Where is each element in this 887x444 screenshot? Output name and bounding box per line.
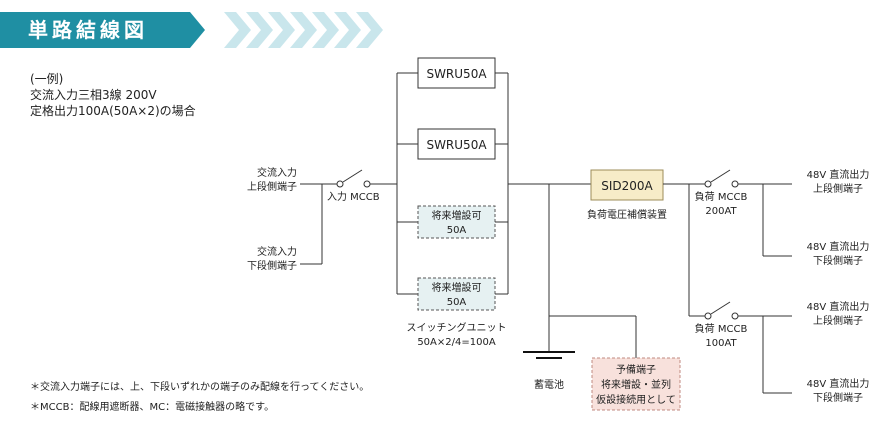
chevron-icon <box>312 12 339 48</box>
switching-unit-caption-1: スイッチングユニット <box>407 321 507 334</box>
input-lower-label-2: 下段側端子 <box>247 259 297 272</box>
load-mccb-2: 負荷 MCCB 100AT <box>689 301 764 393</box>
intro-line-3: 定格出力100A(50A×2)の場合 <box>30 103 196 118</box>
switching-unit-2 <box>417 128 496 160</box>
input-mccb-switch-icon <box>342 169 363 183</box>
switching-unit-caption-2: 50A×2/4=100A <box>417 337 496 348</box>
future-unit-2-label-1: 将来増設可 <box>432 281 482 294</box>
input-mccb-label: 入力 MCCB <box>327 190 380 203</box>
input-upper-label-2: 上段側端子 <box>247 180 297 193</box>
header-chevrons <box>224 12 383 48</box>
future-unit-1-label-1: 将来増設可 <box>432 209 482 222</box>
compensator-box <box>590 169 664 201</box>
switching-units: SWRU50A SWRU50A 将来増設可 50A 将来増設可 50A スイッチ… <box>397 57 508 348</box>
input-mccb-contact-icon <box>336 180 344 188</box>
load-mccb-1-contact-icon <box>731 180 739 188</box>
switching-unit-1-label: SWRU50A <box>426 67 487 81</box>
switching-unit-2-label: SWRU50A <box>426 138 487 152</box>
intro-line-2: 交流入力三相3線 200V <box>30 87 157 102</box>
header: 単路結線図 <box>0 12 383 48</box>
load-mccb-1-switch-icon <box>710 169 731 183</box>
spare-terminal: 予備端子 将来増設・並列 仮設接続用として <box>591 357 681 411</box>
load-mccb-1-label-2: 200AT <box>705 206 737 217</box>
output-1-label-2: 上段側端子 <box>813 182 863 195</box>
battery: 蓄電池 <box>523 351 575 391</box>
load-mccb-1-contact-icon <box>704 180 712 188</box>
note-1: ＊交流入力端子には、上、下段いずれかの端子のみ配線を行ってください。 <box>30 380 369 393</box>
compensator-label: SID200A <box>601 179 653 193</box>
input-lower-label-1: 交流入力 <box>257 245 297 258</box>
load-mccb-1-label-1: 負荷 MCCB <box>695 191 748 203</box>
output-terminals: 48V 直流出力 上段側端子 48V 直流出力 下段側端子 48V 直流出力 上… <box>763 168 869 404</box>
output-3-label-1: 48V 直流出力 <box>807 300 870 313</box>
load-mccb-2-label-1: 負荷 MCCB <box>695 323 748 335</box>
notes: ＊交流入力端子には、上、下段いずれかの端子のみ配線を行ってください。 ＊MCCB… <box>30 380 369 413</box>
future-unit-2-label-2: 50A <box>447 297 467 308</box>
load-mccb-2-contact-icon <box>731 312 739 320</box>
output-2-label-1: 48V 直流出力 <box>807 240 870 253</box>
input-section: 交流入力 上段側端子 交流入力 下段側端子 入力 MCCB <box>247 166 397 272</box>
chevron-icon <box>334 12 361 48</box>
intro: (一例) 交流入力三相3線 200V 定格出力100A(50A×2)の場合 <box>30 72 196 118</box>
input-upper-label-1: 交流入力 <box>257 166 297 179</box>
spare-terminal-box <box>591 357 681 411</box>
output-1-label-1: 48V 直流出力 <box>807 168 870 181</box>
compensator: SID200A 負荷電圧補償装置 <box>587 169 667 221</box>
output-4-label-1: 48V 直流出力 <box>807 377 870 390</box>
future-unit-1 <box>417 205 496 239</box>
spare-terminal-label-1: 予備端子 <box>616 363 656 376</box>
chevron-icon <box>224 12 251 48</box>
battery-label: 蓄電池 <box>534 378 564 391</box>
switching-unit-1 <box>417 57 496 89</box>
load-mccb-2-switch-icon <box>710 301 731 315</box>
output-3-label-2: 上段側端子 <box>813 314 863 327</box>
spare-terminal-label-3: 仮設接続用として <box>596 393 676 406</box>
chevron-icon <box>246 12 273 48</box>
spare-terminal-label-2: 将来増設・並列 <box>601 378 671 391</box>
load-mccb-2-label-2: 100AT <box>705 338 737 349</box>
load-mccb-1: 負荷 MCCB 200AT <box>689 169 764 256</box>
future-unit-2 <box>417 277 496 311</box>
output-2-label-2: 下段側端子 <box>813 254 863 267</box>
chevron-icon <box>268 12 295 48</box>
chevron-icon <box>290 12 317 48</box>
input-mccb-contact-icon <box>363 180 371 188</box>
header-banner <box>0 12 205 48</box>
load-mccb-2-contact-icon <box>704 312 712 320</box>
chevron-icon <box>356 12 383 48</box>
note-2: ＊MCCB：配線用遮断器、MC：電磁接触器の略です。 <box>30 400 274 413</box>
header-title: 単路結線図 <box>28 18 148 42</box>
intro-line-1: (一例) <box>30 72 63 86</box>
compensator-caption: 負荷電圧補償装置 <box>587 208 667 221</box>
future-unit-1-label-2: 50A <box>447 225 467 236</box>
output-4-label-2: 下段側端子 <box>813 391 863 404</box>
